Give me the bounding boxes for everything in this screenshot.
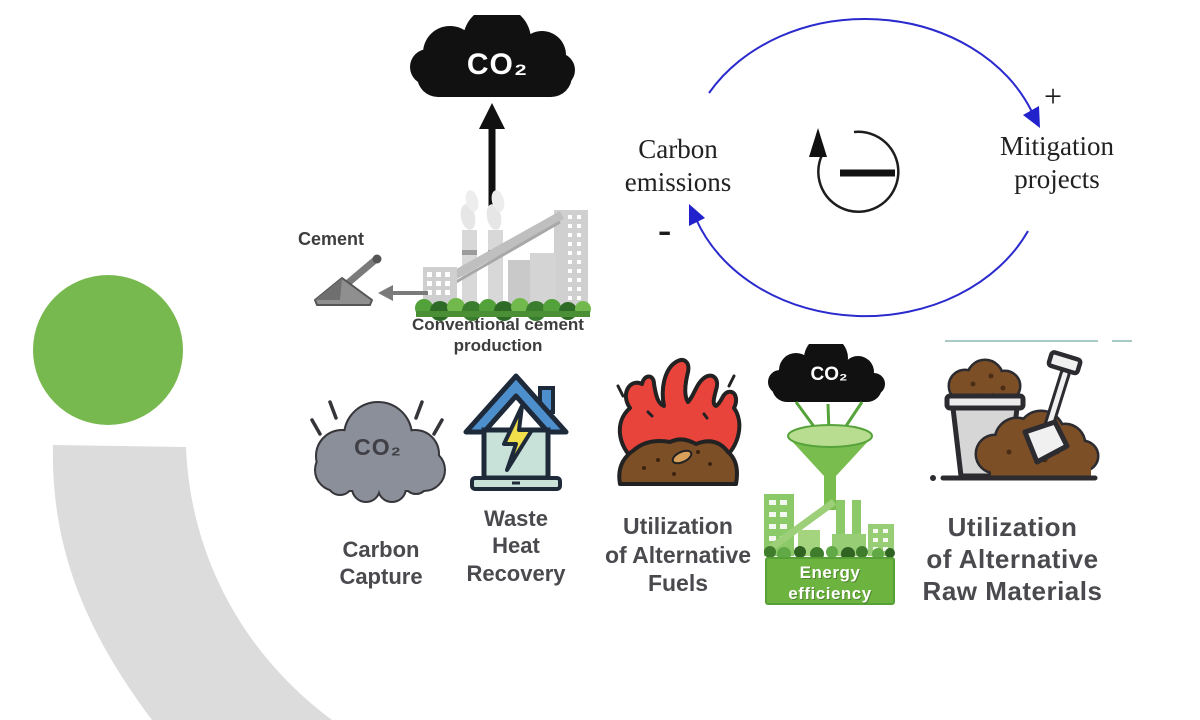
gray-arc-decoration (52, 445, 332, 720)
carbon-capture-co2-label: CO₂ (354, 434, 402, 460)
label-line: Carbon (342, 537, 420, 562)
label-line: Capture (339, 564, 423, 590)
energy-efficiency-badge-label: Energy efficiency (766, 562, 894, 605)
alternative-raw-materials-label: Utilization of Alternative Raw Materials (905, 511, 1120, 608)
mitigation-projects-node: Mitigation projects (968, 130, 1146, 196)
badge-line: efficiency (788, 584, 872, 604)
carbon-capture-label: Carbon Capture (296, 536, 466, 591)
label-line: Fuels (647, 570, 709, 597)
spark-dashes (616, 374, 736, 420)
co2-cloud-label: CO₂ (466, 48, 529, 81)
shovel-icon (1022, 350, 1083, 465)
co2-cloud-small-icon (768, 344, 885, 402)
label-line: Recovery (466, 560, 566, 586)
label-line: of Alternative (926, 544, 1099, 575)
caption-line: Conventional cement (412, 315, 584, 334)
label-line: Heat (492, 533, 540, 559)
loop-arrowhead-icon (1023, 106, 1040, 128)
energy-efficiency-co2-label: CO₂ (810, 364, 848, 385)
trowel-icon (314, 254, 382, 306)
label-line: Utilization (947, 512, 1078, 542)
feedback-loop-arcs-icon (689, 18, 1040, 318)
label-line: of Alternative (604, 541, 752, 568)
green-circle-decoration (33, 275, 183, 425)
node-line: Mitigation (1000, 131, 1114, 161)
divider-line (1112, 340, 1132, 342)
co2-emission-cloud-icon (410, 15, 575, 97)
factory-bushes (415, 298, 591, 321)
lightning-bolt-icon (502, 404, 534, 472)
caption-line: production (453, 336, 543, 356)
plus-polarity-sign: + (1044, 78, 1063, 114)
burning-fuel-flame-icon (616, 358, 742, 486)
loop-arrowhead-icon (689, 204, 705, 226)
label-line: Raw Materials (922, 576, 1103, 607)
badge-line: Energy (799, 563, 861, 582)
causal-loop-diagram (689, 18, 1040, 318)
bucket-shovel-icon (930, 350, 1100, 481)
node-line: Carbon (638, 134, 718, 164)
carbon-capture-cloud-icon (310, 400, 446, 503)
cement-label: Cement (298, 229, 365, 249)
minus-polarity-sign: - (658, 207, 672, 252)
alternative-fuels-label: Utilization of Alternative Fuels (592, 512, 764, 598)
divider-line (945, 340, 1098, 342)
factory-icon (415, 190, 591, 321)
production-illustration (314, 15, 591, 321)
output-arrow-left-icon (378, 285, 428, 301)
label-line: Waste (484, 506, 548, 531)
conventional-production-caption: Conventional cement production (393, 314, 603, 357)
green-factory-silhouette (764, 494, 895, 561)
capture-rays (310, 400, 444, 436)
energy-efficiency-funnel-icon (764, 344, 895, 605)
carbon-emissions-node: Carbon emissions (598, 133, 758, 199)
label-line: Utilization (623, 513, 733, 539)
waste-heat-recovery-label: Waste Heat Recovery (452, 505, 580, 587)
node-line: projects (1014, 163, 1100, 194)
waste-heat-house-icon (463, 373, 569, 491)
energy-efficiency-badge (765, 557, 895, 605)
node-line: emissions (624, 166, 732, 197)
balancing-loop-icon (809, 128, 900, 213)
